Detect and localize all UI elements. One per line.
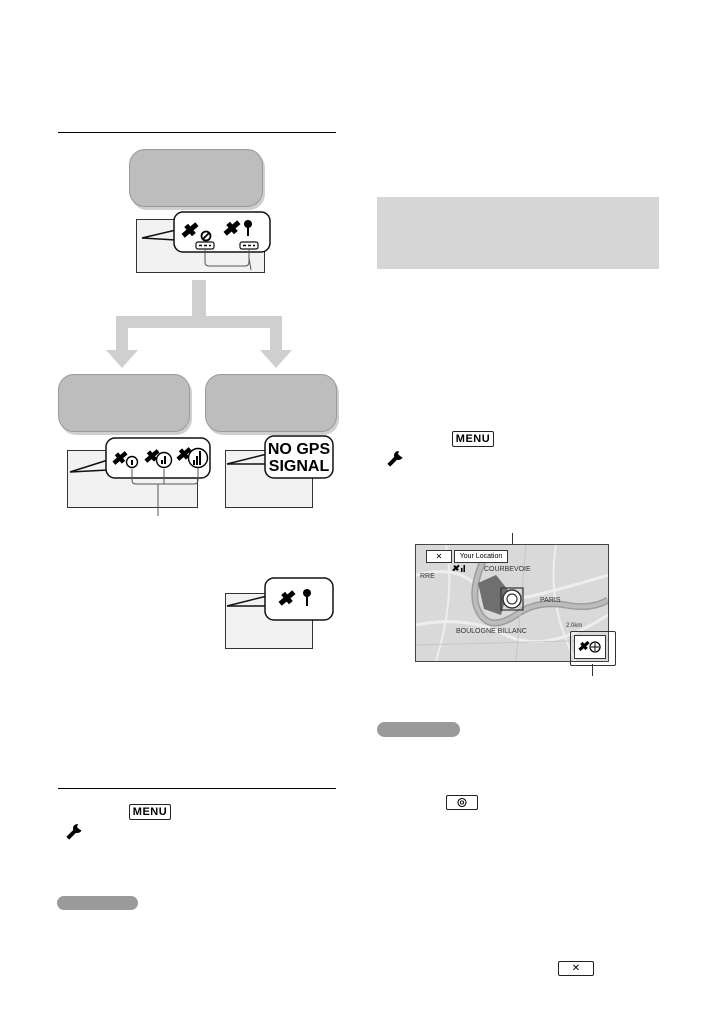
state-box-right bbox=[205, 374, 337, 432]
no-signal-bubble bbox=[226, 435, 334, 479]
map-signal-icon bbox=[452, 564, 465, 572]
callout-line-gps bbox=[592, 664, 593, 676]
gps-icon-bubble-top bbox=[141, 211, 271, 270]
section-rule-bottom-left bbox=[58, 788, 336, 789]
your-location-label: Your Location bbox=[454, 550, 508, 563]
menu-button-left[interactable]: MENU bbox=[129, 804, 171, 820]
no-gps-line1: NO GPS bbox=[267, 441, 331, 458]
map-place-courbevoie: COURBEVOIE bbox=[484, 566, 531, 573]
note-label-left bbox=[57, 896, 138, 910]
map-scale: 2.0km bbox=[566, 623, 583, 629]
map-view: ✕ Your Location COURBEVOIE RRE PARIS BOU… bbox=[415, 544, 609, 662]
callout-bracket-gps bbox=[570, 631, 616, 666]
location-button[interactable] bbox=[446, 795, 478, 810]
signal-strength-bubble bbox=[69, 437, 211, 516]
gps-pin-bubble bbox=[226, 577, 334, 621]
map-place-rre: RRE bbox=[420, 573, 435, 580]
wrench-icon bbox=[66, 823, 82, 840]
map-place-boulogne: BOULOGNE BILLANC bbox=[456, 628, 527, 635]
satellite-icon bbox=[181, 222, 199, 238]
flow-arrows bbox=[106, 280, 292, 368]
state-box-top bbox=[129, 149, 263, 207]
wrench-icon-right bbox=[387, 450, 403, 467]
menu-button-right[interactable]: MENU bbox=[452, 431, 494, 447]
highlight-panel bbox=[377, 197, 659, 269]
state-box-left bbox=[58, 374, 190, 432]
note-label-right bbox=[377, 722, 460, 737]
map-gps-button[interactable] bbox=[574, 635, 606, 659]
close-button[interactable]: ✕ bbox=[558, 961, 594, 976]
no-gps-line2: SIGNAL bbox=[268, 458, 330, 475]
map-close-button[interactable]: ✕ bbox=[426, 550, 452, 563]
map-place-paris: PARIS bbox=[540, 597, 561, 604]
section-rule-top-left bbox=[58, 132, 336, 133]
